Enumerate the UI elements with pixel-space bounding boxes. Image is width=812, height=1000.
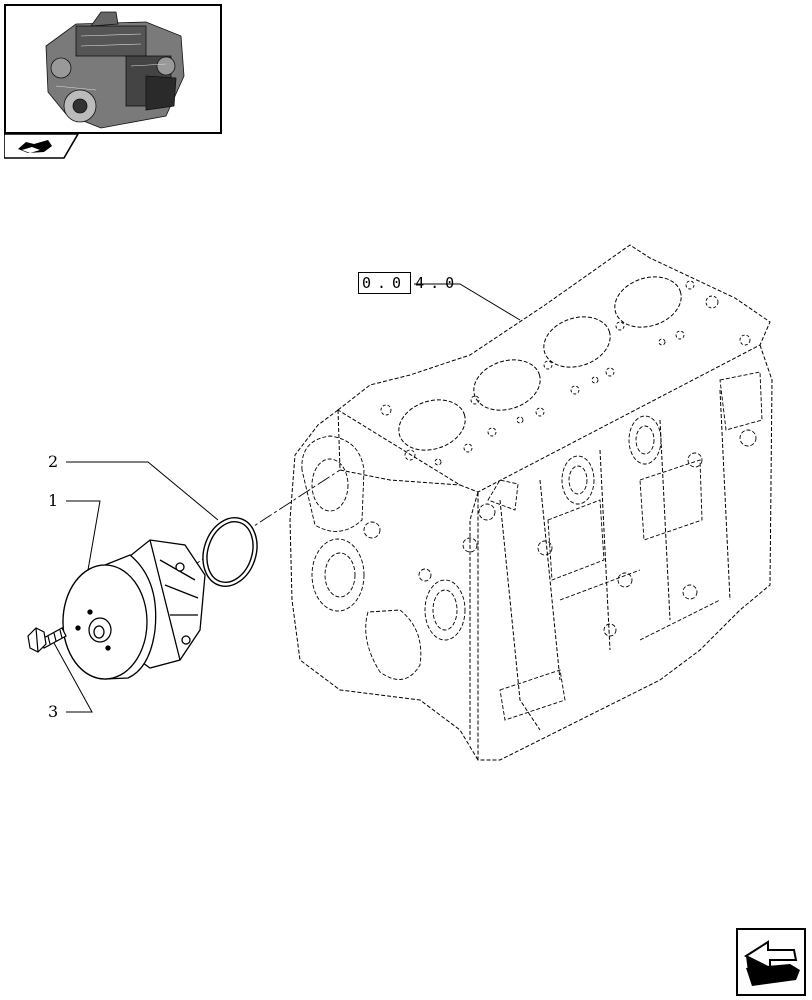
engine-thumbnail [4, 4, 222, 134]
callout-number-3: 3 [48, 702, 59, 721]
section-reference-tail: 4.0 [415, 274, 461, 292]
book-arrow-icon [3, 133, 80, 159]
section-reference-link[interactable]: 0.0 4.0 [358, 271, 460, 295]
deck-holes [380, 280, 751, 466]
water-pump [62, 539, 206, 680]
next-page-arrow-icon [743, 940, 800, 986]
section-reference-boxed: 0.0 [358, 272, 412, 294]
engine-thumbnail-icon [45, 11, 185, 129]
book-tab [3, 133, 84, 164]
o-ring-seal [202, 517, 258, 587]
block-front-face-details [301, 371, 763, 721]
callout-number-2: 2 [48, 452, 59, 471]
cylinder-bores [398, 276, 682, 451]
callout-leaders [53, 283, 521, 713]
engine-block [289, 244, 773, 761]
callout-number-1: 1 [48, 491, 59, 510]
next-page-button[interactable] [736, 928, 806, 996]
bolt [27, 627, 67, 653]
